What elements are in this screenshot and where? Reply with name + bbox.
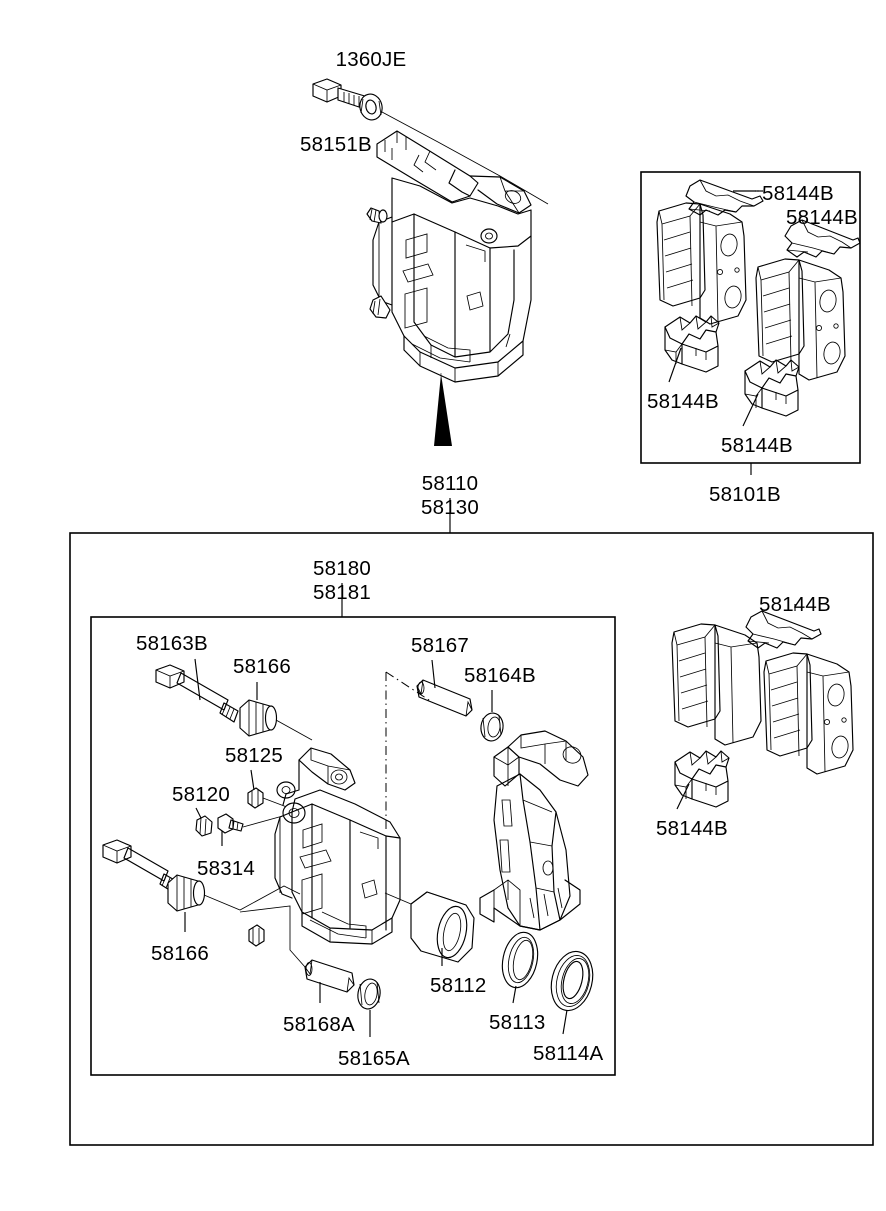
label-58181: 58181: [312, 581, 372, 605]
piston-seal-graphic: [501, 931, 539, 1004]
label-58112: 58112: [430, 974, 487, 997]
caliper-kit-enclosure: [69, 532, 874, 1146]
label-58144b-6: 58144B: [656, 817, 728, 840]
guide-rod-boot-upper-graphic: [239, 682, 313, 741]
label-1360je: 1360JE: [335, 48, 407, 71]
label-58144b-1: 58144B: [762, 182, 834, 205]
label-58144b-3: 58144B: [647, 390, 719, 413]
label-58314: 58314: [197, 857, 256, 880]
label-58144b-4: 58144B: [721, 434, 793, 457]
bleeder-parts-graphic: [195, 769, 301, 846]
guide-sleeve-graphic: [239, 905, 355, 1003]
caliper-seal-kit-enclosure: [90, 616, 616, 1076]
label-58110-58130: 58110 58130: [421, 472, 479, 520]
label-58165a: 58165A: [338, 1047, 410, 1070]
label-58166-1: 58166: [233, 655, 292, 678]
label-58113: 58113: [489, 1011, 546, 1034]
label-58144b-5: 58144B: [759, 593, 831, 616]
piston-dust-boot-graphic: [550, 950, 594, 1035]
rear-pad-set-graphic: [671, 604, 854, 810]
label-58144b-2: 58144B: [786, 206, 858, 229]
caliper-housing-lower-graphic: [274, 747, 401, 945]
caliper-assembly-graphic: [366, 130, 532, 383]
label-58151b: 58151B: [300, 133, 372, 156]
guide-rod-long-graphic: [155, 658, 239, 723]
label-58180: 58180: [312, 557, 372, 580]
slide-pin-graphic: [416, 659, 473, 717]
label-58166-2: 58166: [151, 942, 210, 965]
label-58168a: 58168A: [283, 1013, 355, 1036]
caliper-piston-graphic: [384, 891, 475, 966]
label-58130: 58130: [420, 496, 480, 520]
label-58101b: 58101B: [709, 483, 781, 506]
caliper-pointer-arrow: [434, 373, 452, 446]
pin-boot-graphic: [480, 690, 504, 742]
guide-rod-boot-lower-graphic: [102, 839, 301, 932]
label-58120: 58120: [172, 783, 231, 806]
sleeve-boot-graphic: [357, 978, 381, 1037]
label-58180-58181: 58180 58181: [313, 557, 371, 605]
label-58114a: 58114A: [533, 1042, 604, 1065]
label-58110: 58110: [421, 472, 479, 495]
bleeder-boss-graphic: [276, 781, 306, 824]
front-pad-kit-graphic: [656, 179, 861, 427]
small-bush-graphic: [248, 924, 265, 947]
label-58125: 58125: [225, 744, 284, 767]
bolt-washer-graphic: [359, 93, 383, 121]
label-58164b: 58164B: [464, 664, 536, 687]
label-58163b: 58163B: [136, 632, 208, 655]
caliper-carrier-graphic: [479, 730, 589, 931]
label-58167: 58167: [411, 634, 470, 657]
